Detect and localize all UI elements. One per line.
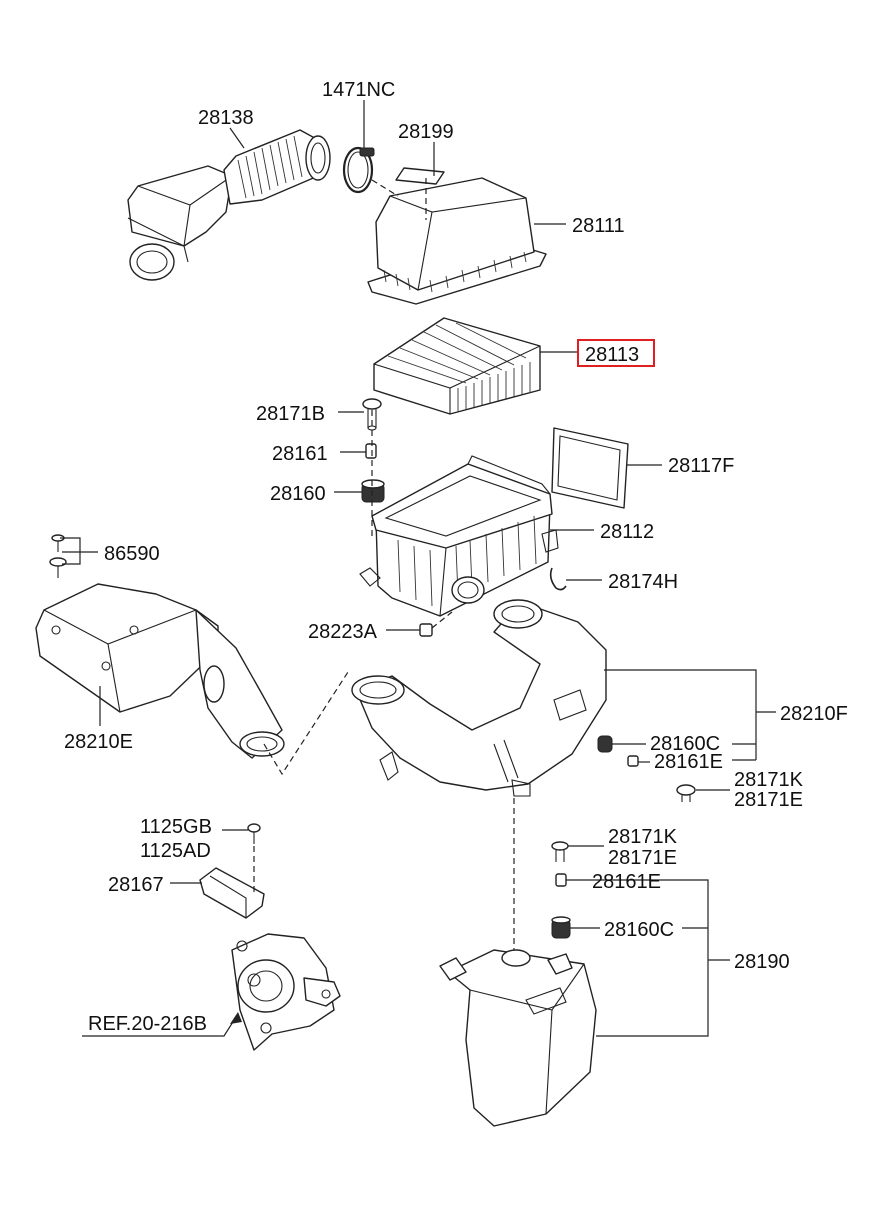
air-duct-28210F[interactable]: [351, 599, 607, 797]
air-filter-element-28113[interactable]: [373, 317, 541, 415]
highlight-box-28113: [577, 339, 655, 367]
label-86590[interactable]: 86590: [104, 543, 160, 565]
label-28171K-resonator[interactable]: 28171K: [608, 826, 678, 848]
label-plate-28199[interactable]: [395, 167, 445, 185]
label-28160C-duct[interactable]: 28160C: [650, 733, 720, 755]
label-1125GB[interactable]: 1125GB: [140, 816, 212, 838]
nut-dashed-line: [431, 611, 453, 629]
label-28210E[interactable]: 28210E: [64, 731, 133, 753]
label-28111[interactable]: 28111: [572, 215, 625, 237]
intake-duct-28138[interactable]: [127, 129, 331, 281]
air-cleaner-body-28112[interactable]: [359, 455, 559, 617]
label-28160[interactable]: 28160: [270, 483, 326, 505]
label-28113[interactable]: 28113: [585, 344, 639, 366]
connector-dashed-line: [263, 671, 349, 776]
clip-28174H[interactable]: [549, 567, 567, 591]
bolt-28171K-28171E-resonator[interactable]: [551, 841, 569, 862]
label-28171B[interactable]: 28171B: [256, 403, 325, 425]
label-28210F[interactable]: 28210F: [780, 703, 848, 725]
hose-clamp-1471NC[interactable]: [342, 146, 375, 194]
label-28138[interactable]: 28138: [198, 107, 254, 129]
label-28161E-duct[interactable]: 28161E: [654, 751, 723, 773]
bolt-1125GB-1125AD[interactable]: [247, 823, 261, 844]
grommet-28160C-duct[interactable]: [597, 735, 613, 753]
ref-arrow: [230, 1012, 242, 1024]
label-28174H[interactable]: 28174H: [608, 571, 678, 593]
label-28160C-resonator[interactable]: 28160C: [604, 919, 674, 941]
grommet-28160[interactable]: [361, 479, 385, 503]
label-28161[interactable]: 28161: [272, 443, 328, 465]
air-cleaner-cover-28111[interactable]: [367, 177, 547, 305]
collar-28161E-duct[interactable]: [627, 755, 639, 767]
label-28171E-duct[interactable]: 28171E: [734, 789, 803, 811]
label-28223A[interactable]: 28223A: [308, 621, 378, 643]
label-1125AD[interactable]: 1125AD: [140, 840, 211, 862]
collar-28161[interactable]: [365, 443, 377, 459]
gasket-28117F[interactable]: [551, 427, 629, 509]
label-ref-20-216B[interactable]: REF.20-216B: [88, 1013, 207, 1035]
engine-mount-ref[interactable]: [231, 933, 341, 1051]
label-28117F[interactable]: 28117F: [668, 455, 734, 477]
grommet-28160C-resonator[interactable]: [551, 916, 571, 939]
label-28171E-resonator[interactable]: 28171E: [608, 847, 677, 869]
label-28199[interactable]: 28199: [398, 121, 454, 143]
label-28167[interactable]: 28167: [108, 874, 164, 896]
nut-28223A[interactable]: [419, 623, 433, 637]
collar-28161E-resonator[interactable]: [555, 873, 567, 887]
air-duct-28210E[interactable]: [35, 583, 285, 759]
resonator-28190[interactable]: [439, 949, 597, 1127]
label-28112[interactable]: 28112: [600, 521, 654, 543]
bracket-28167[interactable]: [199, 867, 265, 919]
label-1471NC[interactable]: 1471NC: [322, 79, 395, 101]
label-28161E-resonator[interactable]: 28161E: [592, 871, 661, 893]
bolt-28171K-28171E-duct[interactable]: [676, 784, 696, 802]
bolt-28171B[interactable]: [362, 398, 382, 431]
screw-86590[interactable]: [49, 534, 67, 578]
label-28190[interactable]: 28190: [734, 951, 790, 973]
label-28171K-duct[interactable]: 28171K: [734, 769, 804, 791]
cover-dashed-line: [371, 179, 399, 197]
leader-lines: [60, 100, 776, 1037]
